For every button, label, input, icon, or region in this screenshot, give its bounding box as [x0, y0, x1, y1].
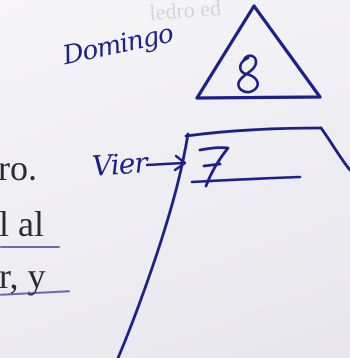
digit-eight [237, 54, 259, 94]
arrow-line [145, 161, 185, 167]
handwritten-vier: Vier [90, 146, 148, 183]
box-inner-line [190, 175, 302, 184]
printed-line-2: l al [0, 204, 44, 244]
box-right-edge [319, 126, 350, 172]
box-top-edge [184, 126, 323, 138]
arrow-head [173, 154, 187, 172]
triangle-outline [195, 4, 322, 100]
printed-underline [0, 246, 60, 248]
box-left-edge [116, 132, 190, 358]
printed-line-3: r, y [0, 256, 46, 296]
printed-line-1: ro. [0, 148, 37, 188]
bleed-through-word: ledro ed [149, 0, 222, 25]
digit-seven [198, 146, 230, 188]
